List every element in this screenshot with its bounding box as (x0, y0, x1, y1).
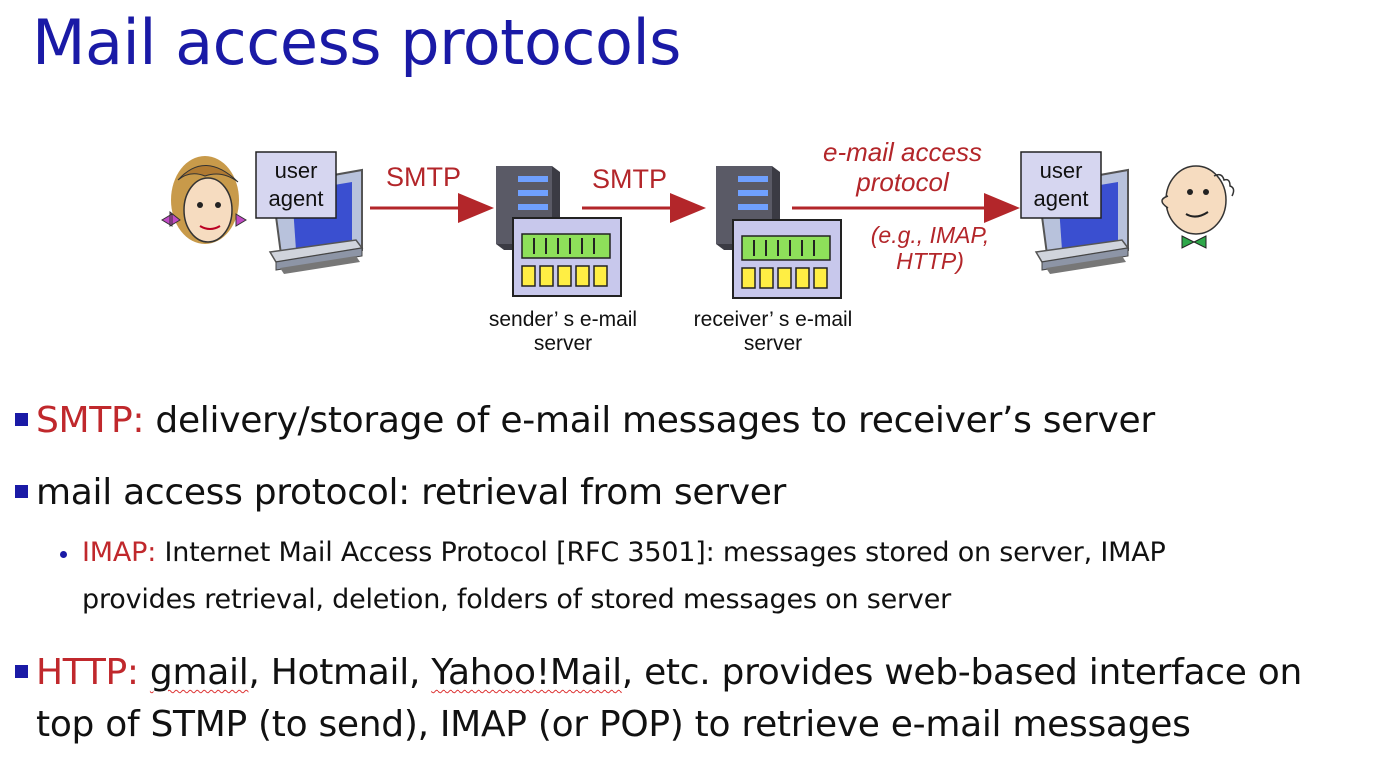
bullet-square-icon (15, 665, 28, 678)
receiver-server-icon (716, 166, 842, 299)
bullet-http-cont: top of STMP (to send), IMAP (or POP) to … (36, 704, 1191, 745)
bullet-imap: IMAP: Internet Mail Access Protocol [RFC… (82, 537, 1166, 568)
bullet-smtp: SMTP: delivery/storage of e-mail message… (36, 400, 1155, 441)
bullet-imap-cont: provides retrieval, deletion, folders of… (82, 584, 952, 615)
bullet-square-icon (15, 413, 28, 426)
mail-flow-diagram (161, 151, 1235, 299)
bullet-dot-icon (60, 551, 67, 558)
bullet-http: HTTP: gmail, Hotmail, Yahoo!Mail, etc. p… (36, 652, 1302, 693)
slide-title: Mail access protocols (32, 6, 681, 79)
receiver-user-agent-box (1020, 151, 1102, 219)
smtp-label-1: SMTP (386, 162, 462, 192)
sender-server-icon (496, 166, 622, 297)
sender-person-icon (161, 156, 247, 244)
sender-user-agent-box (255, 151, 337, 219)
smtp-label-2: SMTP (592, 164, 668, 194)
receiver-person-icon (1161, 165, 1235, 249)
bullet-square-icon (15, 485, 28, 498)
bullet-mail-access: mail access protocol: retrieval from ser… (36, 472, 787, 513)
access-protocol-example: (e.g., IMAP,HTTP) (870, 222, 990, 274)
